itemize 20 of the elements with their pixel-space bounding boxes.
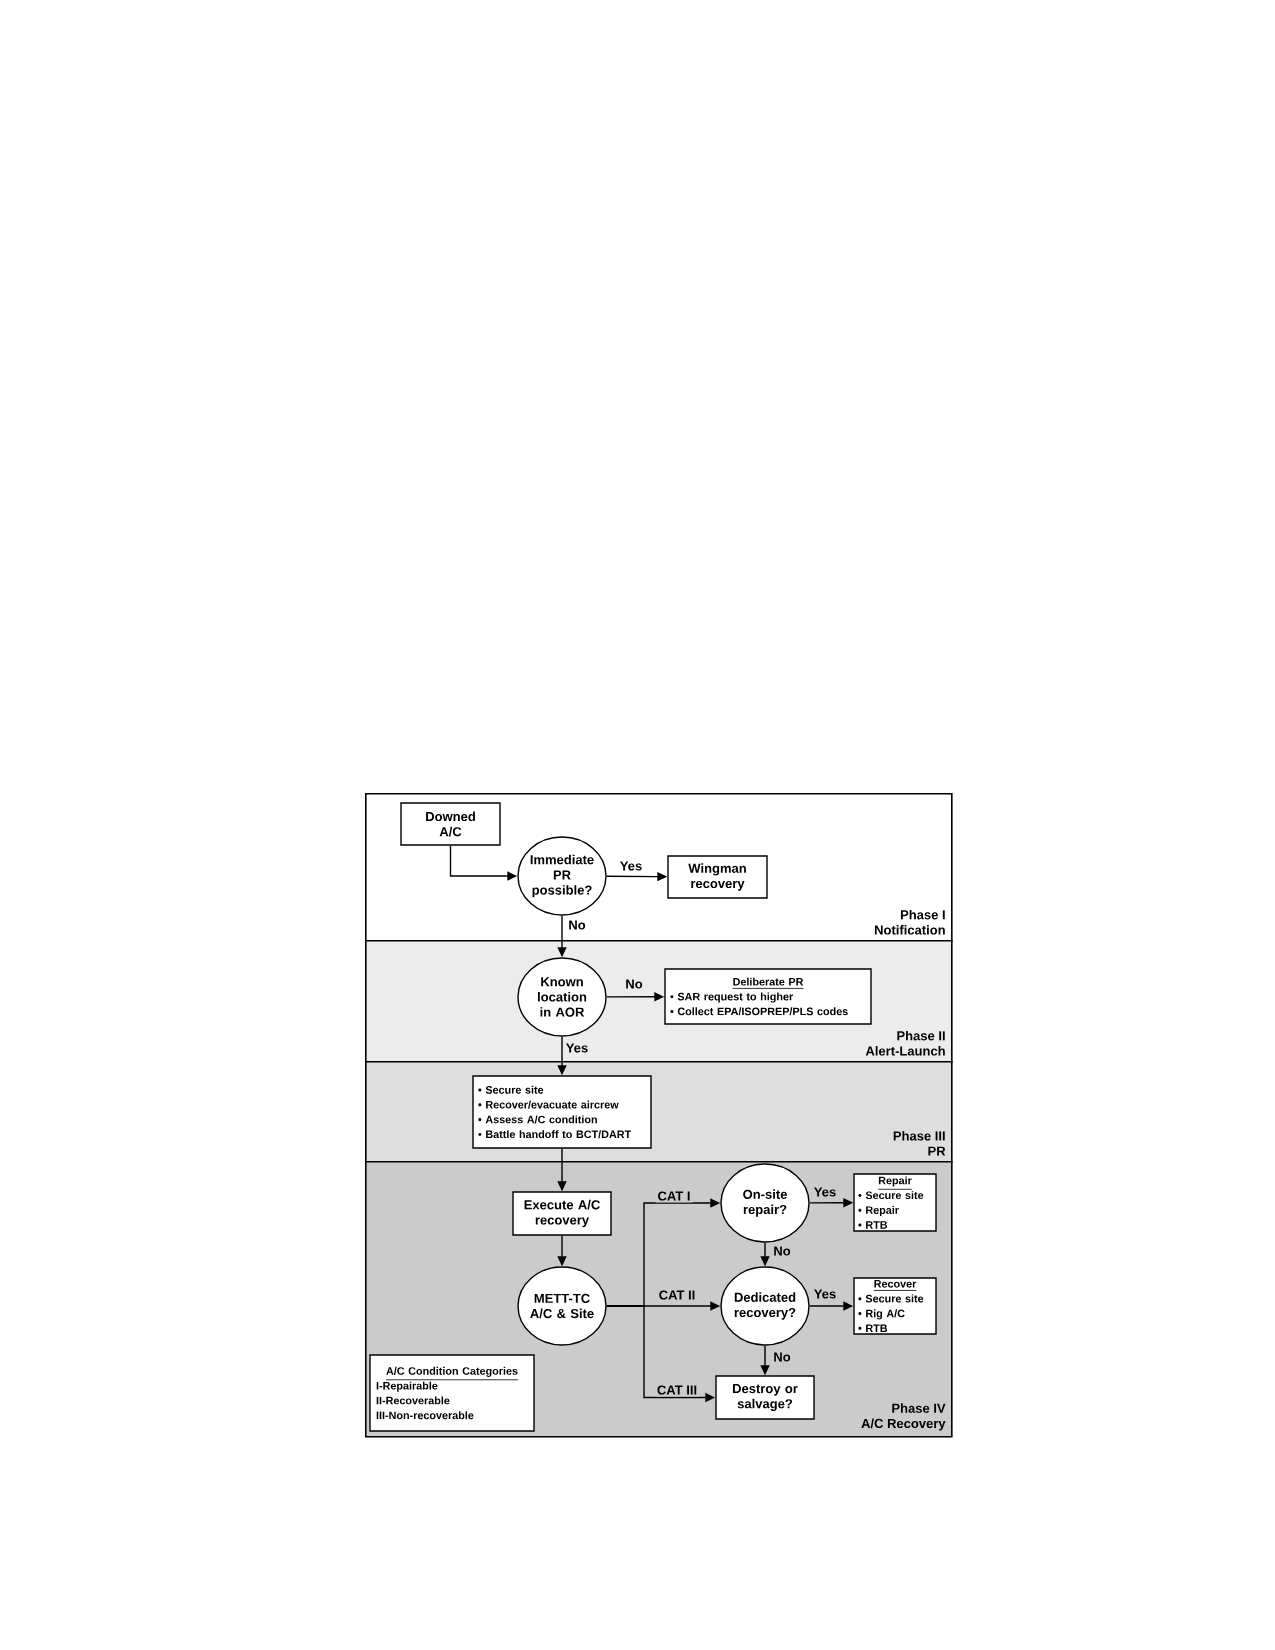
edge-label: No xyxy=(771,1350,793,1364)
process-box: • Secure site • Recover/evacuate aircrew • Assess A/C condition • Battle handoff to BCT/DART xyxy=(472,1075,652,1149)
process-box: Destroy or salvage? xyxy=(715,1375,815,1420)
edge-label: Yes xyxy=(811,1185,839,1199)
edge-label: Yes xyxy=(617,859,645,873)
edge-label: Yes xyxy=(811,1287,839,1301)
process-box: A/C Condition Categories I-Repairable II-Recoverable III-Non-recoverable xyxy=(369,1354,535,1432)
edge-label: CAT I xyxy=(655,1189,693,1203)
process-box: Wingman recovery xyxy=(667,855,768,899)
process-box: Recover • Secure site • Rig A/C • RTB xyxy=(853,1277,937,1335)
edge-label: No xyxy=(771,1244,793,1258)
edge-label: CAT II xyxy=(656,1288,698,1302)
process-box: Downed A/C xyxy=(400,802,501,846)
process-box: Repair • Secure site • Repair • RTB xyxy=(853,1173,937,1232)
process-box: Deliberate PR • SAR request to higher • Collect EPA/ISOPREP/PLS codes xyxy=(664,968,872,1025)
edge-label: Yes xyxy=(563,1041,591,1055)
edge-label: No xyxy=(566,918,588,932)
edge-label: CAT III xyxy=(654,1383,700,1397)
edge-label: No xyxy=(623,977,645,991)
process-box: Execute A/C recovery xyxy=(512,1191,612,1236)
